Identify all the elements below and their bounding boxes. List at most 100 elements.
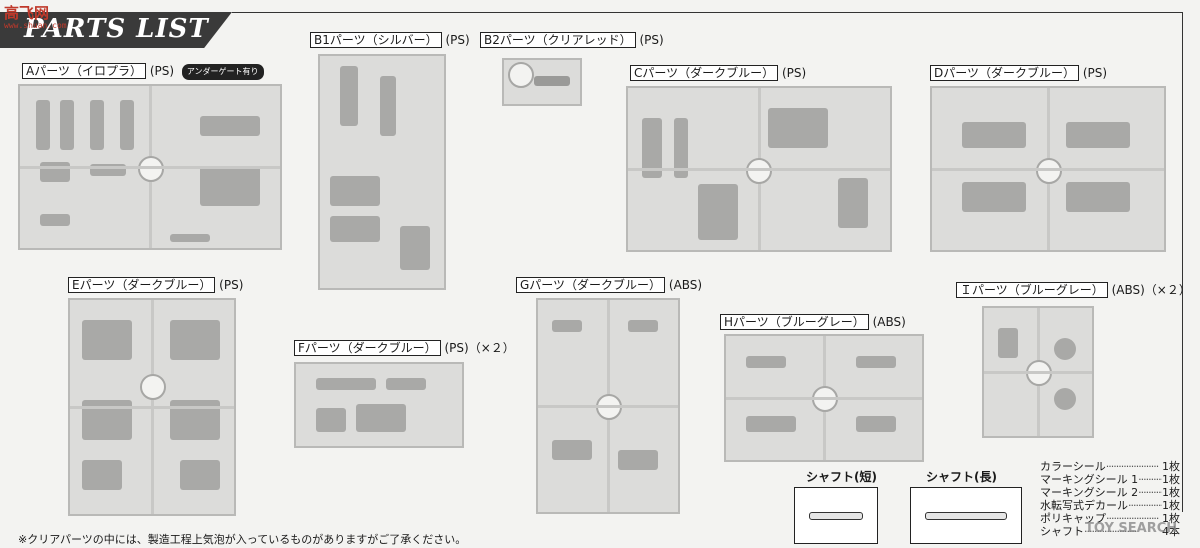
sprue-g-part (552, 440, 592, 460)
sprue-h-part (746, 356, 786, 368)
sprue-a-part (90, 164, 126, 176)
sprue-c-part (674, 118, 688, 178)
shaft-short-label: シャフト(短) (806, 470, 877, 484)
sprue-h-material: (ABS) (872, 315, 906, 329)
sprue-a-frame (18, 84, 282, 250)
sprue-a-part (200, 116, 260, 136)
accessory-row: ポリキャップ·····················1枚 (1040, 512, 1180, 525)
sprue-d-frame (930, 86, 1166, 252)
sprue-b1-part (340, 66, 358, 126)
sprue-b2-part (534, 76, 570, 86)
sprue-b1-part (400, 226, 430, 270)
sprue-b2-hub (508, 62, 534, 88)
sprue-i-frame (982, 306, 1094, 438)
sprue-b1-part (380, 76, 396, 136)
sprue-g-material: (ABS) (668, 278, 703, 292)
sprue-h-part (856, 356, 896, 368)
sprue-b2-frame (502, 58, 582, 106)
sprue-e-part (82, 460, 122, 490)
sprue-c-frame (626, 86, 892, 252)
sprue-d-hub (1036, 158, 1062, 184)
sprue-b1-title: B1パーツ（シルバー） (PS) (310, 32, 470, 48)
sprue-a-badge: アンダーゲート有り (181, 64, 264, 80)
sprue-c-title: Cパーツ（ダークブルー） (PS) (630, 65, 806, 81)
sprue-h-frame (724, 334, 924, 462)
sprue-f-part (316, 408, 346, 432)
sprue-b2-label: B2パーツ（クリアレッド） (480, 32, 636, 48)
sprue-f-label: Fパーツ（ダークブルー） (294, 340, 441, 356)
sprue-i-label: Ｉパーツ（ブルーグレー） (956, 282, 1108, 298)
watermark-corner: TOY SEARCH (1085, 521, 1178, 536)
sprue-a-hub (138, 156, 164, 182)
accessory-row: マーキングシール 1·····················1枚 (1040, 473, 1180, 486)
frame-border-top (232, 12, 1182, 13)
accessory-row: シャフト·····················4本 (1040, 525, 1180, 538)
sprue-f-frame (294, 362, 464, 448)
sprue-a-part (36, 100, 50, 150)
sprue-b1-label: B1パーツ（シルバー） (310, 32, 442, 48)
accessory-row: マーキングシール 2·····················1枚 (1040, 486, 1180, 499)
shaft-short-box (794, 487, 878, 544)
sprue-g-part (552, 320, 582, 332)
accessory-row: カラーシール·····················1枚 (1040, 460, 1180, 473)
sprue-i-material: (ABS)（×２） (1111, 283, 1191, 297)
sprue-d-part (1066, 122, 1130, 148)
sprue-d-title: Dパーツ（ダークブルー） (PS) (930, 65, 1108, 81)
sprue-g-title: Gパーツ（ダークブルー） (ABS) (516, 277, 703, 293)
sprue-e-part (82, 400, 132, 440)
sprue-c-part (642, 118, 662, 178)
sprue-f-title: Fパーツ（ダークブルー） (PS)（×２） (294, 340, 515, 356)
sprue-a-title: Aパーツ（イロプラ） (PS) アンダーゲート有り (22, 63, 264, 80)
shaft-short-rod (809, 512, 863, 520)
sprue-a-part (170, 234, 210, 242)
sprue-e-label: Eパーツ（ダークブルー） (68, 277, 216, 293)
sprue-i-hub (1026, 360, 1052, 386)
sprue-c-hub (746, 158, 772, 184)
frame-border-right (1182, 12, 1183, 512)
sprue-e-part (170, 400, 220, 440)
sprue-g-label: Gパーツ（ダークブルー） (516, 277, 666, 293)
parts-list-banner (0, 12, 232, 48)
shaft-long-box (910, 487, 1022, 544)
sprue-g-part (628, 320, 658, 332)
sprue-a-part (90, 100, 104, 150)
sprue-h-part (746, 416, 796, 432)
accessory-row: 水転写式デカール·····················1枚 (1040, 499, 1180, 512)
sprue-a-part (40, 162, 70, 182)
sprue-c-label: Cパーツ（ダークブルー） (630, 65, 779, 81)
sprue-a-material: (PS) (149, 64, 175, 78)
sprue-e-part (82, 320, 132, 360)
sprue-i-part (1054, 388, 1076, 410)
sprue-a-label: Aパーツ（イロプラ） (22, 63, 146, 79)
sprue-b2-material: (PS) (639, 33, 664, 47)
sprue-d-material: (PS) (1082, 66, 1108, 80)
sprue-b1-part (330, 216, 380, 242)
sprue-g-hub (596, 394, 622, 420)
sprue-a-part (60, 100, 74, 150)
sprue-b1-material: (PS) (445, 33, 470, 47)
sprue-i-part (1054, 338, 1076, 360)
sprue-i-title: Ｉパーツ（ブルーグレー） (ABS)（×２） (956, 282, 1191, 298)
sprue-e-frame (68, 298, 236, 516)
sprue-a-part (200, 166, 260, 206)
sprue-b1-part (330, 176, 380, 206)
page-title: PARTS LIST (24, 14, 209, 44)
sprue-f-material: (PS)（×２） (444, 341, 515, 355)
sprue-h-title: Hパーツ（ブルーグレー） (ABS) (720, 314, 906, 330)
sprue-b2-title: B2パーツ（クリアレッド） (PS) (480, 32, 664, 48)
sprue-d-part (962, 182, 1026, 212)
sprue-g-part (618, 450, 658, 470)
sprue-e-hub (140, 374, 166, 400)
sprue-e-part (180, 460, 220, 490)
watermark-url: www.shuan.com (4, 21, 67, 30)
sprue-e-title: Eパーツ（ダークブルー） (PS) (68, 277, 243, 293)
sprue-c-part (698, 184, 738, 240)
sprue-c-part (768, 108, 828, 148)
sprue-d-part (1066, 182, 1130, 212)
sprue-d-label: Dパーツ（ダークブルー） (930, 65, 1080, 81)
shaft-long-label: シャフト(長) (926, 470, 997, 484)
accessories-list: カラーシール·····················1枚 マーキングシール 1… (1040, 460, 1180, 538)
sprue-a-part (40, 214, 70, 226)
sprue-h-label: Hパーツ（ブルーグレー） (720, 314, 869, 330)
